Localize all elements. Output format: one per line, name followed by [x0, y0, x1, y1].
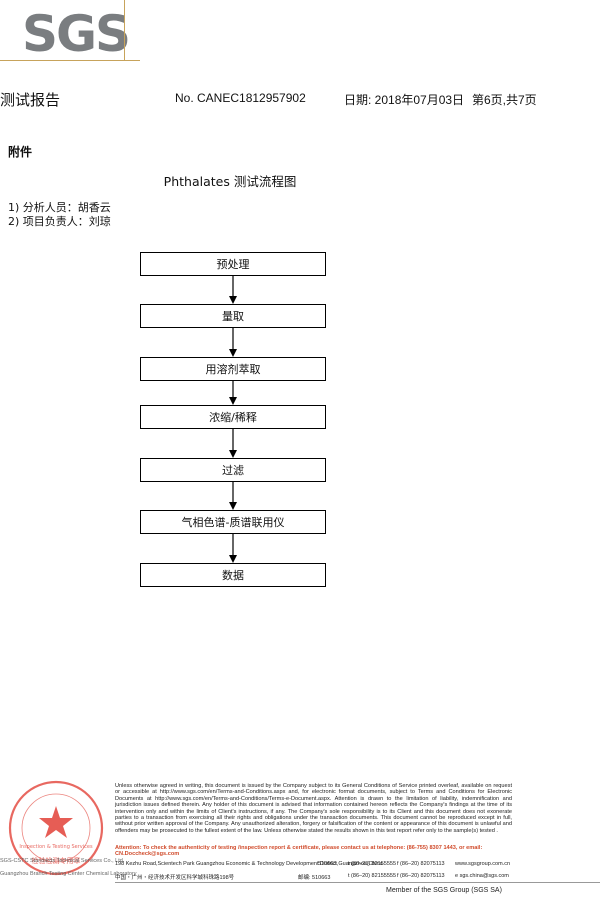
flowchart-title: Phthalates 测试流程图	[163, 174, 297, 189]
attention-text: Attention: To check the authenticity of …	[115, 845, 483, 858]
tel-cn: t (86–20) 82155555	[348, 873, 397, 879]
flow-step: 过滤	[140, 458, 326, 482]
stamp-sub: Inspection & Testing Services	[19, 844, 93, 850]
fax-en: f (86–20) 82075113	[397, 861, 445, 867]
flow-arrow-head	[229, 555, 237, 563]
report-number: No. CANEC1812957902	[175, 91, 306, 105]
email: e sgs.china@sgs.com	[455, 873, 509, 879]
analyst-line: 1) 分析人员：胡香云	[8, 201, 111, 214]
annex-heading: 附件	[8, 145, 33, 159]
company-name: SGS-CSTC Standards Technical Services Co…	[0, 858, 125, 864]
flow-arrow-head	[229, 296, 237, 304]
lab-name: Guangzhou Branch Testing Center Chemical…	[0, 871, 137, 877]
flow-arrow-head	[229, 397, 237, 405]
flow-step: 用溶剂萃取	[140, 357, 326, 381]
report-title: 测试报告	[0, 91, 61, 109]
inspection-stamp: Inspection & Testing Services 检验检测专用章	[8, 780, 104, 876]
flow-step: 预处理	[140, 252, 326, 276]
page-info: 第6页,共7页	[472, 93, 537, 107]
postcode-en: 510663	[318, 861, 337, 867]
fax-cn: f (86–20) 82075113	[397, 873, 445, 879]
report-date: 日期: 2018年07月03日	[344, 93, 465, 107]
flow-arrow-head	[229, 349, 237, 357]
website: www.sgsgroup.com.cn	[455, 861, 511, 867]
logo-divider-horizontal	[0, 60, 140, 61]
tel-en: t (86–20) 82155555	[348, 861, 397, 867]
address-en: 198 Kezhu Road,Scientech Park Guangzhou …	[115, 861, 383, 867]
sgs-logo: SGS	[22, 5, 142, 64]
logo-text: SGS	[22, 5, 131, 63]
flow-arrow-head	[229, 502, 237, 510]
stamp-text: 检验检测专用章	[32, 856, 81, 865]
address-cn: 中国・广州・经济技术开发区科学城科珠路198号	[115, 875, 235, 881]
flow-step: 浓缩/稀释	[140, 405, 326, 429]
manager-line: 2) 项目负责人：刘琼	[8, 215, 111, 228]
flow-step: 气相色谱-质谱联用仪	[140, 510, 326, 534]
flow-arrow-head	[229, 450, 237, 458]
flow-step: 量取	[140, 304, 326, 328]
terms-text: Unless otherwise agreed in writing, this…	[115, 783, 512, 834]
logo-divider-vertical	[124, 0, 125, 60]
flow-step: 数据	[140, 563, 326, 587]
member-line: Member of the SGS Group (SGS SA)	[386, 887, 502, 894]
footer-divider	[115, 882, 600, 883]
postcode-cn: 邮编: 510663	[298, 875, 331, 881]
